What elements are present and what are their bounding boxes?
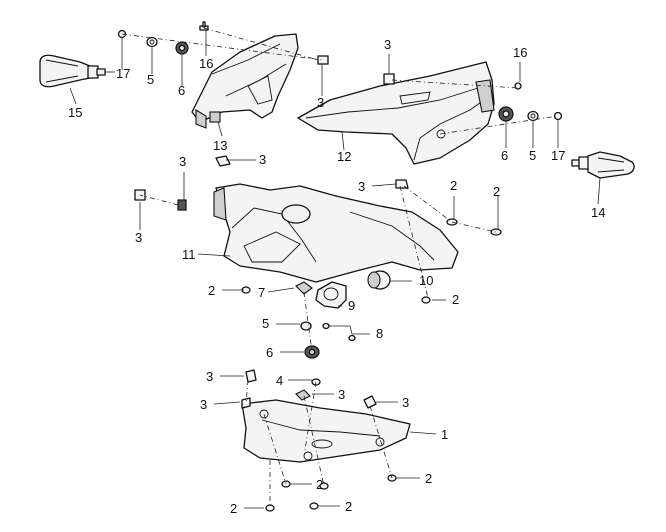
screw-2-lower-c	[309, 502, 319, 510]
callout-16-left: 16	[199, 56, 213, 71]
callout-7: 7	[258, 285, 265, 300]
callout-3-left-housing: 3	[179, 154, 186, 169]
callout-1: 1	[441, 427, 448, 442]
callout-2-right-b: 2	[493, 184, 500, 199]
fastener-bushing-6-right	[498, 106, 514, 122]
callout-16-right: 16	[513, 45, 527, 60]
clip-3-left-housing	[177, 199, 187, 211]
rubber-bushing-part	[367, 270, 391, 290]
callout-5-right: 5	[529, 148, 536, 163]
fastener-screw-17-right	[553, 111, 563, 121]
callout-3-lower-center: 3	[338, 387, 345, 402]
callout-3-far-left: 3	[135, 230, 142, 245]
callout-9: 9	[348, 298, 355, 313]
callout-17-right: 17	[551, 148, 565, 163]
callout-6-lower: 6	[266, 345, 273, 360]
lower-cover-part	[241, 399, 411, 463]
callout-3-lower-left-a: 3	[206, 369, 213, 384]
fastener-screw-16-right	[514, 82, 522, 90]
callout-2-bushing: 2	[452, 292, 459, 307]
callout-2-middle-left: 2	[208, 283, 215, 298]
screw-2-bushing	[421, 296, 431, 304]
clip-3-lower-center	[295, 389, 311, 401]
fastener-washer-5-left	[146, 36, 158, 48]
callout-2-right-a: 2	[450, 178, 457, 193]
clip-3-lower-left-a	[245, 369, 257, 383]
callout-3-top-left: 3	[317, 95, 324, 110]
callout-3-lower-left-b: 3	[200, 397, 207, 412]
right-upper-cover-part	[297, 61, 495, 165]
fastener-bushing-6-left	[175, 41, 189, 55]
callout-6-left: 6	[178, 83, 185, 98]
callout-5-lower: 5	[262, 316, 269, 331]
callout-2-lower-c: 2	[345, 499, 352, 514]
clip-3-upper-left	[317, 55, 329, 65]
right-turn-signal-part	[571, 151, 635, 179]
callout-5-left: 5	[147, 72, 154, 87]
clip-7	[295, 281, 313, 295]
washer-5-lower	[300, 321, 312, 331]
callout-2-lower-b: 2	[230, 501, 237, 516]
callout-17-left: 17	[116, 66, 130, 81]
screw-2-lower-b	[265, 504, 275, 512]
clip-3-lower-right	[363, 395, 377, 409]
callout-3-left-13: 3	[259, 152, 266, 167]
callout-11: 11	[182, 247, 196, 262]
callout-14: 14	[591, 205, 605, 220]
callout-13: 13	[213, 138, 227, 153]
left-upper-cover-part	[191, 33, 299, 129]
clip-3-upper-right	[383, 73, 395, 85]
clip-3-lower-left-b	[241, 397, 251, 409]
left-turn-signal-part	[39, 54, 106, 88]
center-housing-part	[213, 183, 459, 283]
callout-12: 12	[337, 149, 351, 164]
callout-3-center: 3	[358, 179, 365, 194]
assembly-lines	[121, 27, 559, 508]
leader-lines	[69, 30, 601, 509]
clip-3-left-13	[215, 155, 231, 167]
callout-8: 8	[376, 326, 383, 341]
callout-15: 15	[68, 105, 82, 120]
clip-3-center	[395, 179, 409, 189]
callout-3-lower-right: 3	[402, 395, 409, 410]
screw-2-right-b	[490, 228, 502, 236]
callout-10: 10	[419, 273, 433, 288]
callout-2-lower-right: 2	[425, 471, 432, 486]
callout-3-top-right: 3	[384, 37, 391, 52]
callout-6-right: 6	[501, 148, 508, 163]
callout-2-lower-a: 2	[316, 477, 323, 492]
callout-labels: 17 5 6 15 16 3 3 16 13 12 6 5 17 3 3 3 2…	[68, 37, 605, 516]
callout-4: 4	[276, 373, 283, 388]
bracket-part	[315, 281, 347, 309]
